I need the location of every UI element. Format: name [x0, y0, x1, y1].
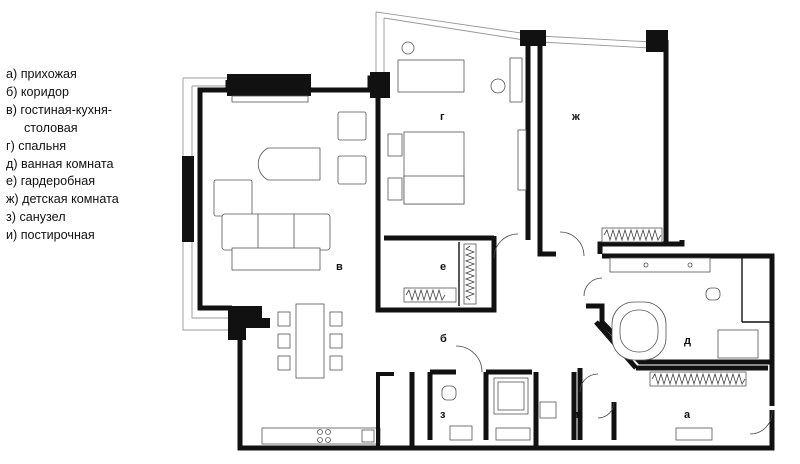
- bed-blanket: [403, 175, 465, 205]
- wardrobe-rail: [601, 227, 663, 243]
- nightstand: [387, 133, 403, 157]
- lamp: [401, 41, 415, 55]
- living-room-column-bottom: [228, 306, 270, 340]
- hob-burner: [317, 437, 323, 443]
- legend-item-v: в) гостиная-кухня-: [6, 102, 112, 117]
- shower: [717, 329, 759, 359]
- bathroom-furniture: [609, 257, 759, 387]
- room-legend: а) прихожая б) коридор в) гостиная-кухня…: [6, 66, 119, 245]
- hallway-bench: [675, 427, 713, 441]
- room-label-g: г: [440, 111, 445, 123]
- ottoman: [213, 179, 253, 217]
- armchair: [337, 155, 367, 185]
- legend-item-g: г) спальня: [6, 138, 67, 153]
- childrens-room-column: [646, 30, 668, 52]
- room-label-a: а: [684, 409, 691, 421]
- room-label-z: з: [440, 409, 446, 421]
- room-label-i: и: [572, 409, 579, 421]
- legend-item-d: д) ванная комната: [6, 156, 114, 171]
- wc-walls: [409, 368, 775, 451]
- dining-chair: [329, 355, 343, 371]
- dining-chair: [277, 333, 291, 349]
- childrens-room-column: [520, 30, 546, 46]
- room-label-b: б: [440, 333, 447, 345]
- legend-item-b: б) коридор: [6, 84, 69, 99]
- wardrobe-rail: [463, 243, 477, 305]
- living-room-radiator: [231, 95, 309, 103]
- living-room-window-pier: [182, 156, 194, 242]
- legend-item-e: е) гардеробная: [6, 174, 96, 189]
- wc-partition: [376, 372, 394, 376]
- hob-burner: [325, 429, 331, 435]
- legend-item-zh: ж) детская комната: [6, 192, 119, 207]
- room-label-v: в: [336, 261, 343, 273]
- sofa: [221, 213, 331, 251]
- dining-chair: [277, 311, 291, 327]
- kitchen-sink: [361, 429, 375, 443]
- living-room-column-top: [227, 74, 311, 96]
- toilet: [705, 287, 721, 301]
- bedroom-wardrobe: [517, 129, 527, 191]
- rug: [231, 247, 321, 271]
- bedroom-walls: [375, 11, 531, 313]
- childrens-room-walls: [537, 35, 685, 257]
- dining-chair: [277, 355, 291, 371]
- washing-machine: [539, 401, 557, 419]
- dining-chair: [329, 311, 343, 327]
- room-label-zh: ж: [571, 111, 580, 123]
- bedroom-column: [370, 72, 390, 98]
- wardrobe-rail: [649, 371, 747, 387]
- armchair: [337, 111, 367, 141]
- hob-burner: [325, 437, 331, 443]
- legend-item-a: а) прихожая: [6, 67, 77, 81]
- vanity: [609, 257, 711, 273]
- doors: [455, 231, 773, 435]
- coffee-table: [257, 147, 321, 181]
- legend-item-z: з) санузел: [6, 210, 66, 225]
- legend-item-v-cont: столовая: [24, 120, 78, 135]
- cabinet: [495, 427, 531, 441]
- bathroom-walls: [586, 253, 775, 406]
- shower-tray-inner: [497, 381, 525, 411]
- wc-partition: [376, 372, 380, 448]
- washbasin: [643, 262, 649, 268]
- washbasin: [687, 262, 693, 268]
- nightstand: [387, 177, 403, 201]
- toilet: [441, 385, 457, 401]
- childrens-room-furniture: [601, 227, 663, 243]
- dining-table: [295, 303, 325, 379]
- bathtub-inner: [619, 309, 659, 353]
- lamp: [490, 78, 506, 94]
- room-label-d: д: [684, 335, 691, 347]
- shelf: [509, 57, 523, 103]
- wc-furniture: [441, 377, 713, 441]
- desk: [397, 59, 465, 93]
- living-room-furniture: [213, 111, 381, 445]
- legend-item-i: и) постирочная: [6, 228, 95, 243]
- hob-burner: [317, 429, 323, 435]
- bedroom-furniture: [387, 41, 527, 305]
- room-label-e: е: [440, 261, 446, 273]
- wc-sink: [449, 425, 473, 441]
- dining-chair: [329, 333, 343, 349]
